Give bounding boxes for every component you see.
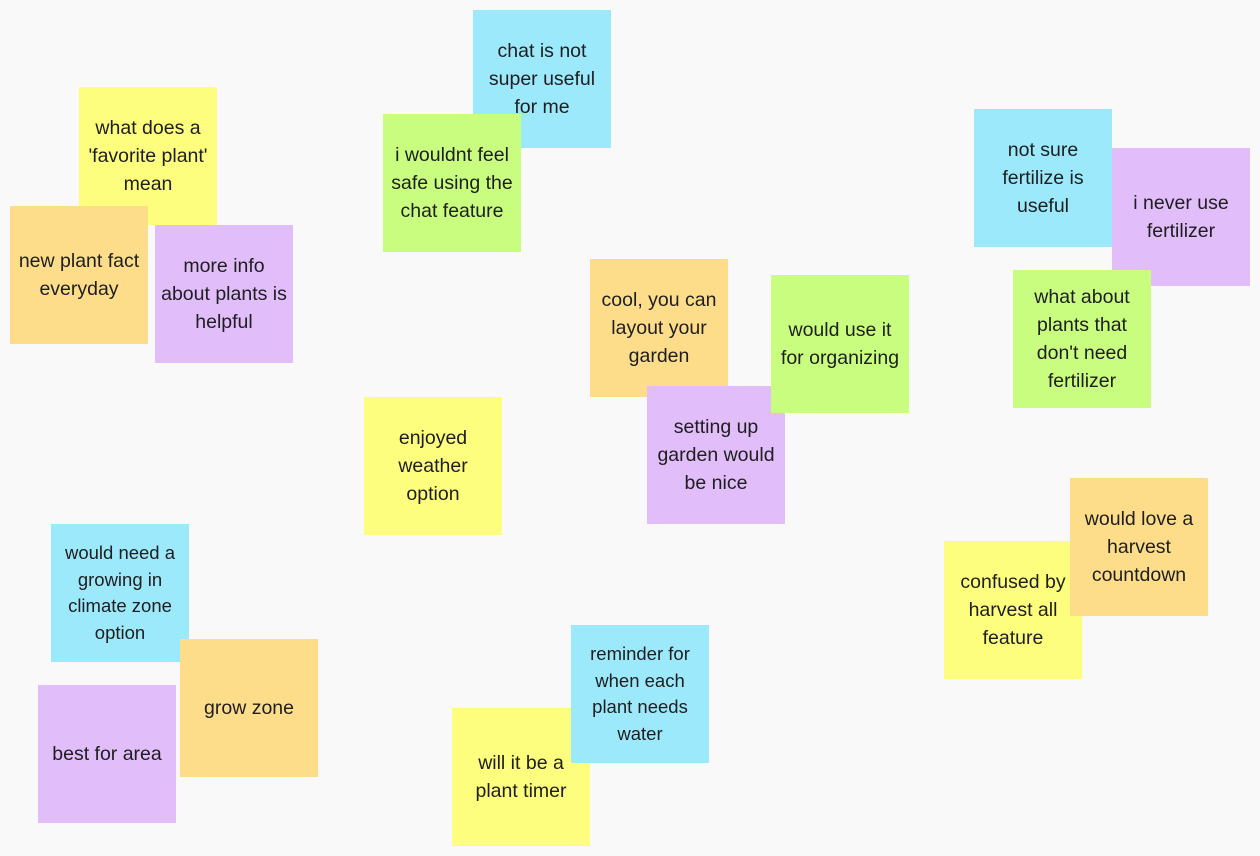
sticky-note[interactable]: would need a growing in climate zone opt…	[51, 524, 189, 662]
sticky-note[interactable]: i wouldnt feel safe using the chat featu…	[383, 114, 521, 252]
sticky-note-text: more info about plants is helpful	[161, 255, 287, 333]
sticky-note-text: not sure fertilize is useful	[1002, 139, 1084, 217]
sticky-note[interactable]: i never use fertilizer	[1112, 148, 1250, 286]
sticky-note-text: would love a harvest countdown	[1084, 508, 1194, 586]
sticky-note[interactable]: what does a 'favorite plant' mean	[79, 87, 217, 225]
sticky-note-text: enjoyed weather option	[398, 427, 468, 505]
sticky-note-text: best for area	[52, 743, 162, 765]
sticky-note-text: i never use fertilizer	[1133, 192, 1229, 242]
sticky-note[interactable]: what about plants that don't need fertil…	[1013, 270, 1151, 408]
sticky-note[interactable]: will it be a plant timer	[452, 708, 590, 846]
sticky-note-text: reminder for when each plant needs water	[590, 643, 690, 744]
sticky-note[interactable]: confused by harvest all feature	[944, 541, 1082, 679]
sticky-note[interactable]: not sure fertilize is useful	[974, 109, 1112, 247]
sticky-note[interactable]: reminder for when each plant needs water	[571, 625, 709, 763]
sticky-note[interactable]: would love a harvest countdown	[1070, 478, 1208, 616]
sticky-note[interactable]: grow zone	[180, 639, 318, 777]
sticky-note-text: grow zone	[204, 697, 294, 719]
sticky-note[interactable]: best for area	[38, 685, 176, 823]
sticky-note-text: cool, you can layout your garden	[601, 289, 717, 367]
sticky-note-text: confused by harvest all feature	[960, 571, 1066, 649]
sticky-note-text: new plant fact everyday	[18, 250, 140, 300]
sticky-note[interactable]: new plant fact everyday	[10, 206, 148, 344]
sticky-note-text: what about plants that don't need fertil…	[1034, 286, 1130, 392]
sticky-note[interactable]: more info about plants is helpful	[155, 225, 293, 363]
sticky-note[interactable]: setting up garden would be nice	[647, 386, 785, 524]
sticky-note-text: would use it for organizing	[780, 319, 900, 369]
sticky-note[interactable]: enjoyed weather option	[364, 397, 502, 535]
sticky-note-text: i wouldnt feel safe using the chat featu…	[391, 144, 513, 222]
sticky-note-text: would need a growing in climate zone opt…	[64, 542, 176, 643]
sticky-note-text: chat is not super useful for me	[488, 40, 596, 118]
sticky-note-text: will it be a plant timer	[475, 752, 567, 802]
sticky-note[interactable]: would use it for organizing	[771, 275, 909, 413]
sticky-note-text: what does a 'favorite plant' mean	[88, 117, 208, 195]
sticky-note-text: setting up garden would be nice	[657, 416, 775, 494]
sticky-note[interactable]: cool, you can layout your garden	[590, 259, 728, 397]
